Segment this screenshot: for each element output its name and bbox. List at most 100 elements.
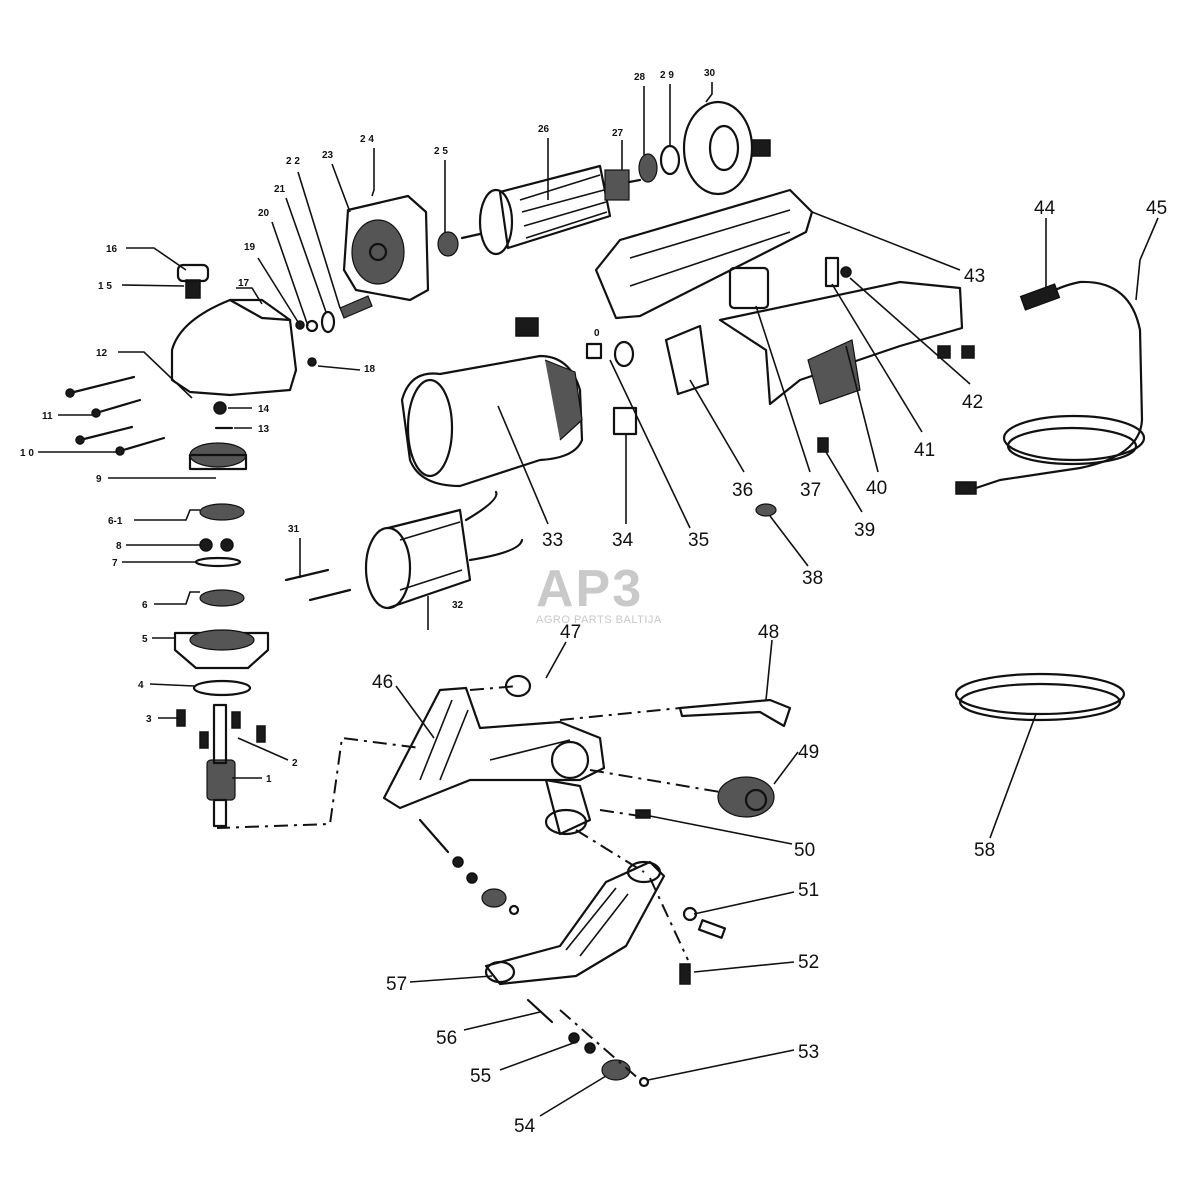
label-56: 56 [436, 1028, 457, 1049]
part-30-cover [682, 100, 771, 196]
label-20: 20 [258, 208, 270, 219]
motor-housing [400, 354, 584, 488]
part-5-flange [173, 631, 270, 670]
part-11-bolt [68, 375, 136, 395]
part-21 [320, 310, 336, 334]
label-19: 19 [244, 242, 256, 253]
label-18: 18 [364, 364, 376, 375]
part-8-key [199, 538, 213, 552]
bearing-plate [342, 194, 430, 302]
label-14: 14 [258, 404, 270, 415]
part-2-screw [256, 725, 266, 743]
stand-frame [382, 674, 792, 836]
long-bolts [65, 375, 166, 456]
part-19 [295, 320, 305, 330]
part-39-screw [817, 437, 829, 453]
part-32-field [364, 526, 412, 610]
label-11: 11 [42, 411, 53, 422]
label-46: 46 [372, 672, 393, 693]
label-26: 26 [538, 124, 550, 135]
label-57: 57 [386, 974, 407, 995]
part-34-brush-holder [612, 406, 638, 436]
label-23: 23 [322, 150, 334, 161]
part-35-brush [585, 342, 603, 360]
label-25: 2 5 [434, 146, 448, 157]
label-55: 55 [470, 1066, 491, 1087]
gear-housing [170, 263, 317, 430]
part-28-bearing [638, 153, 658, 183]
label-15: 1 5 [98, 281, 112, 292]
label-0: 0 [594, 328, 600, 339]
part-45-cord [974, 280, 1144, 490]
part-26-armature [478, 188, 514, 256]
label-6: 6 [142, 600, 148, 611]
label-39: 39 [854, 520, 875, 541]
part-7-washer [194, 556, 242, 568]
label-6-1: 6-1 [108, 516, 123, 527]
label-49: 49 [798, 742, 819, 763]
label-52: 52 [798, 952, 819, 973]
part-24-bearing-plate [342, 194, 430, 302]
label-10: 1 0 [20, 448, 34, 459]
part-41-clip [824, 256, 840, 288]
label-13: 13 [258, 424, 270, 435]
part-14-nut [213, 401, 227, 415]
stand-lever [484, 860, 727, 986]
drive-belt [954, 672, 1126, 722]
part-53-screw [638, 1076, 650, 1088]
label-36: 36 [732, 480, 753, 501]
label-42: 42 [962, 392, 983, 413]
label-31: 31 [288, 524, 300, 535]
label-40: 40 [866, 478, 887, 499]
part-36-switch [664, 324, 710, 396]
label-45: 45 [1146, 198, 1167, 219]
label-1: 1 [266, 774, 272, 785]
part-16-knob [176, 263, 210, 283]
part-58-belt [954, 672, 1126, 716]
part-42-screw [840, 266, 852, 278]
part-54-wheel [601, 1059, 631, 1081]
label-4: 4 [138, 680, 144, 691]
armature [460, 164, 642, 256]
power-cord [955, 280, 1146, 495]
label-28: 28 [634, 72, 646, 83]
part-10-bolt [118, 436, 166, 453]
label-30: 30 [704, 68, 716, 79]
part-15-spindle-lock [185, 279, 201, 299]
part-6-1-bearing [199, 503, 245, 521]
assembly-lines [217, 685, 721, 1081]
part-31-bolt [284, 568, 330, 582]
watermark-logo: AP3 [536, 560, 643, 618]
part-56-pin [526, 998, 554, 1024]
label-34: 34 [612, 530, 634, 551]
handle-half [594, 188, 814, 320]
label-12: 12 [96, 348, 108, 359]
label-5: 5 [142, 634, 148, 645]
label-37: 37 [800, 480, 821, 501]
watermark: AP3 AGRO PARTS BALTIJA [536, 560, 661, 626]
label-44: 44 [1034, 198, 1056, 219]
label-7: 7 [112, 558, 118, 569]
part-50-screw [635, 809, 651, 819]
label-43: 43 [964, 266, 985, 287]
lever-hardware [418, 818, 650, 1088]
part-29-ring [659, 144, 681, 176]
label-50: 50 [794, 840, 815, 861]
label-22: 2 2 [286, 156, 300, 167]
part-37-trigger [728, 266, 770, 310]
label-35: 35 [688, 530, 709, 551]
field-stator [364, 490, 524, 610]
part-4-ring [192, 679, 252, 697]
part-17-gear-housing [170, 298, 298, 397]
part-52-screw [679, 963, 691, 985]
leader-lines [38, 82, 1159, 1117]
part-18-screw [307, 357, 317, 367]
part-20 [305, 319, 319, 333]
label-16: 16 [106, 244, 118, 255]
label-33: 33 [542, 530, 563, 551]
label-32: 32 [452, 600, 464, 611]
handle-other-half [718, 256, 975, 406]
part-57-lever [484, 860, 666, 986]
label-29: 2 9 [660, 70, 674, 81]
